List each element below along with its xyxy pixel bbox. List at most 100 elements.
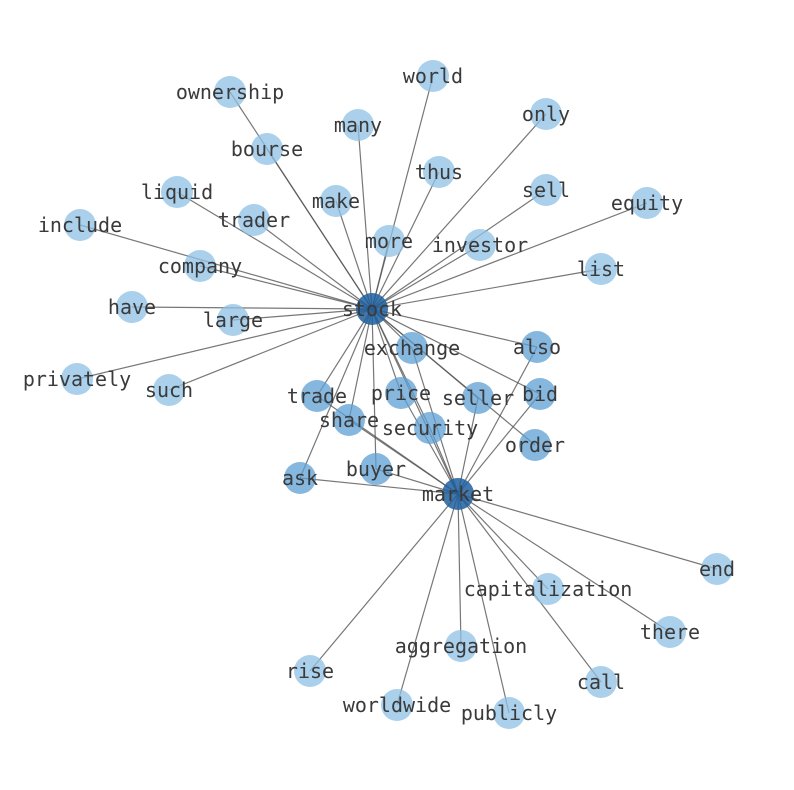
node-label-include: include: [38, 213, 122, 237]
node-label-liquid: liquid: [141, 180, 213, 204]
node-include: [64, 209, 96, 241]
edge-stock-sell: [371, 189, 547, 310]
edge-stock-share: [348, 308, 373, 421]
edge-stock-make: [335, 200, 373, 310]
node-trade: [301, 380, 333, 412]
edge-market-capitalization: [457, 493, 549, 590]
edge-market-publicly: [457, 493, 510, 714]
node-ownership: [214, 76, 246, 108]
node-such: [153, 374, 185, 406]
node-rise: [294, 655, 326, 687]
node-equity: [631, 187, 663, 219]
node-ask: [284, 462, 316, 494]
node-label-ownership: ownership: [176, 80, 284, 104]
edge-market-end: [457, 493, 718, 570]
node-label-bourse: bourse: [231, 137, 303, 161]
edge-market-aggregation: [457, 493, 462, 647]
node-security: [414, 412, 446, 444]
edge-stock-list: [371, 268, 602, 310]
node-trader: [238, 204, 270, 236]
edge-market-ask: [299, 477, 459, 495]
node-label-publicly: publicly: [461, 701, 557, 725]
node-bid: [524, 378, 556, 410]
node-liquid: [161, 176, 193, 208]
edge-layer: [76, 75, 718, 714]
node-label-end: end: [699, 557, 735, 581]
node-bourse: [251, 133, 283, 165]
edge-stock-buyer: [371, 308, 377, 470]
node-more: [373, 225, 405, 257]
edge-stock-company: [199, 265, 373, 310]
node-label-equity: equity: [611, 191, 683, 215]
node-label-also: also: [513, 335, 561, 359]
node-stock: [356, 293, 388, 325]
edge-market-share: [348, 419, 459, 495]
edge-stock-privately: [76, 308, 373, 380]
edge-stock-trade: [316, 308, 373, 397]
node-only: [530, 98, 562, 130]
node-label-seller: seller: [442, 386, 514, 410]
node-thus: [423, 156, 455, 188]
edge-stock-only: [371, 113, 547, 310]
node-label-market: market: [422, 482, 494, 506]
edge-market-call: [457, 493, 602, 683]
node-label-worldwide: worldwide: [343, 693, 451, 717]
node-label-order: order: [505, 433, 565, 457]
node-capitalization: [532, 573, 564, 605]
node-there: [654, 616, 686, 648]
node-label-trader: trader: [218, 208, 290, 232]
node-label-stock: stock: [342, 297, 402, 321]
node-investor: [464, 229, 496, 261]
node-list: [585, 253, 617, 285]
node-label-such: such: [145, 378, 193, 402]
node-label-investor: investor: [432, 233, 528, 257]
edge-stock-liquid: [176, 191, 373, 310]
node-order: [519, 429, 551, 461]
node-price: [385, 377, 417, 409]
node-label-world: world: [403, 64, 463, 88]
node-many: [342, 109, 374, 141]
edge-stock-many: [357, 124, 373, 310]
node-aggregation: [445, 630, 477, 662]
node-label-security: security: [382, 416, 478, 440]
edge-stock-bid: [371, 308, 541, 395]
label-layer: stockmarketworldownershiponlymanybourset…: [23, 64, 735, 725]
node-label-exchange: exchange: [364, 336, 460, 360]
node-publicly: [493, 697, 525, 729]
edge-stock-investor: [371, 244, 481, 310]
node-label-more: more: [365, 229, 413, 253]
node-layer: [61, 60, 733, 729]
edge-stock-thus: [371, 171, 440, 310]
edge-stock-large: [232, 308, 373, 321]
node-call: [585, 666, 617, 698]
node-label-trade: trade: [287, 384, 347, 408]
edge-stock-such: [168, 308, 373, 391]
node-label-ask: ask: [282, 466, 318, 490]
node-share: [333, 404, 365, 436]
node-label-sell: sell: [522, 178, 570, 202]
edge-market-rise: [309, 493, 459, 672]
node-worldwide: [381, 689, 413, 721]
node-also: [521, 331, 553, 363]
node-have: [116, 291, 148, 323]
node-end: [701, 553, 733, 585]
edge-stock-ask: [299, 308, 373, 479]
node-market: [442, 478, 474, 510]
edge-stock-bourse: [266, 148, 373, 310]
node-large: [217, 304, 249, 336]
node-label-only: only: [522, 102, 570, 126]
node-world: [417, 60, 449, 92]
node-label-bid: bid: [522, 382, 558, 406]
edge-stock-have: [131, 306, 373, 310]
node-seller: [462, 382, 494, 414]
edge-stock-market: [371, 308, 459, 495]
node-make: [320, 185, 352, 217]
edge-stock-also: [371, 308, 538, 348]
node-label-there: there: [640, 620, 700, 644]
edge-market-there: [457, 493, 671, 633]
edge-market-seller: [457, 397, 479, 495]
node-label-price: price: [371, 381, 431, 405]
edge-market-bid: [457, 393, 541, 495]
node-label-share: share: [319, 408, 379, 432]
